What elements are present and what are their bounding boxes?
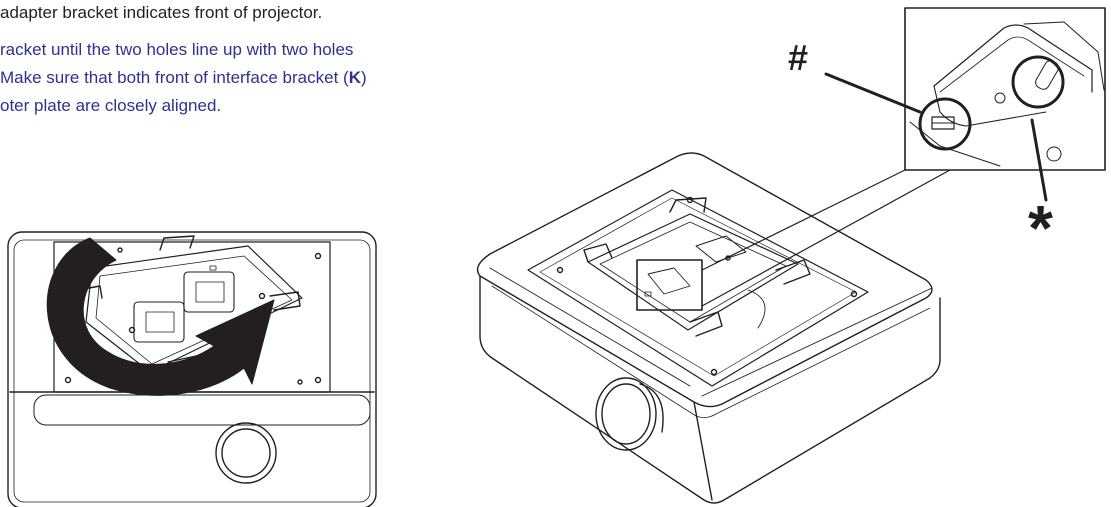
instruction-line-1: adapter bracket indicates front of proje… — [0, 3, 323, 22]
hole-highlight-star — [1011, 55, 1065, 109]
zoom-leader-top — [701, 169, 906, 271]
hole-highlight-hash — [918, 97, 972, 151]
right-projector-lens — [595, 377, 657, 451]
right-projector-top — [476, 152, 933, 408]
right-projector — [476, 152, 941, 504]
right-interface-bracket — [587, 213, 799, 331]
instruction-line-4: oter plate are closely aligned. — [0, 96, 222, 115]
callout-hash: # — [788, 37, 809, 78]
instruction-line-2: racket until the two holes line up with … — [0, 40, 354, 59]
left-projector-body — [7, 231, 377, 507]
detail-inset-frame — [904, 7, 1106, 171]
instruction-line-3-pre: Make sure that both front of interface b… — [0, 68, 349, 87]
detail-inset — [904, 7, 1106, 171]
left-projector-lens — [215, 422, 277, 484]
hash-callout-line — [824, 72, 922, 114]
right-adapter-plate — [527, 189, 869, 387]
star-callout-line — [1030, 118, 1048, 202]
part-key-k: K — [348, 68, 361, 87]
zoom-leader-bottom — [701, 169, 951, 307]
instruction-line-3-post: ) — [360, 68, 367, 87]
instruction-line-3: Make sure that both front of interface b… — [0, 68, 367, 88]
rotation-arrow-icon — [46, 237, 275, 396]
zoom-box — [636, 259, 703, 311]
callout-star: * — [1028, 192, 1053, 264]
